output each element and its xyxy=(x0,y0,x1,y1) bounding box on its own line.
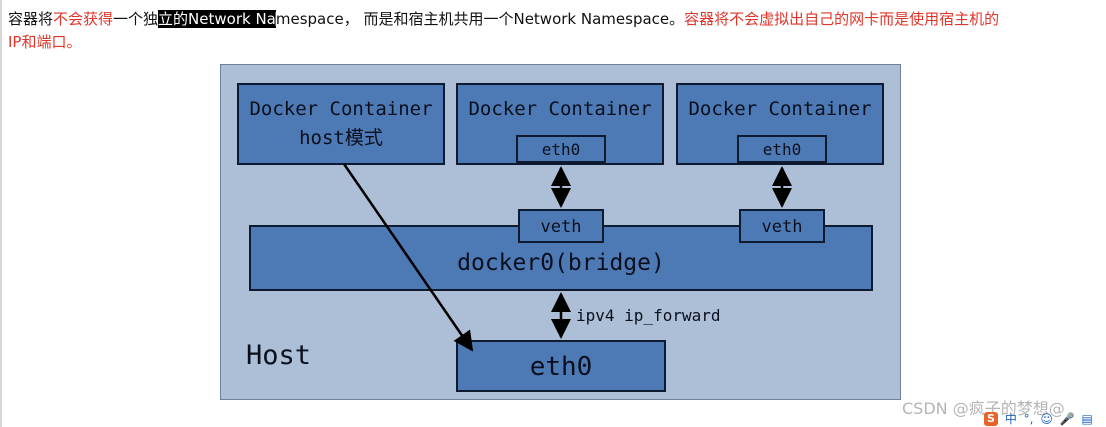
eth0-label: eth0 xyxy=(763,140,802,159)
container-bridge-2: Docker Container eth0 xyxy=(676,83,884,165)
veth-label: veth xyxy=(762,217,803,237)
veth-1: veth xyxy=(518,209,604,243)
docker-network-diagram: Docker Container host模式 Docker Container… xyxy=(220,64,901,400)
eth0-box xyxy=(737,135,827,163)
host-mode-arrow xyxy=(342,163,474,352)
ime-mode-icon[interactable]: 中 xyxy=(1004,411,1017,426)
sogou-logo-icon[interactable]: S xyxy=(984,411,998,426)
veth-box xyxy=(739,209,825,243)
host-label: Host xyxy=(246,340,311,371)
bridge-label: docker0(bridge) xyxy=(457,250,665,276)
microphone-icon[interactable]: 🎤 xyxy=(1059,411,1075,426)
host-eth0-box xyxy=(456,340,666,392)
text-segment: 容器将 xyxy=(8,10,54,28)
ip-forward-label: ipv4 ip_forward xyxy=(576,306,721,325)
veth-2: veth xyxy=(739,209,825,243)
keyboard-icon[interactable]: ▤ xyxy=(1081,411,1093,426)
text-segment: mespace， 而是和宿主机共用一个Network Namespace。 xyxy=(275,10,685,28)
paragraph-line-2: IP和端口。 xyxy=(8,32,81,52)
text-segment-red: IP和端口。 xyxy=(8,33,82,51)
container-bridge-1: Docker Container eth0 xyxy=(456,83,664,165)
host-eth0: eth0 xyxy=(456,340,666,392)
text-selection-highlight[interactable]: 立的Network Na xyxy=(158,10,276,28)
ime-tray: S 中 °, ☺ 🎤 ▤ xyxy=(984,409,1093,427)
emoji-icon[interactable]: ☺ xyxy=(1040,411,1053,426)
diagram-canvas: Docker Container host模式 Docker Container… xyxy=(220,64,901,400)
container-title: Docker Container xyxy=(249,98,432,120)
container-host-mode: Docker Container host模式 xyxy=(237,83,445,165)
page-left-edge xyxy=(0,0,2,427)
text-cursor-icon xyxy=(274,12,276,26)
container-mode-label: host模式 xyxy=(299,127,383,149)
veth-label: veth xyxy=(541,217,582,237)
eth0-label: eth0 xyxy=(542,140,581,159)
text-segment-red: 容器将不会虚拟出自己的网卡而是使用宿主机的 xyxy=(684,10,1000,28)
text-segment-red: 不会获得 xyxy=(53,10,114,28)
container-box xyxy=(237,83,445,165)
text-segment: 一个独 xyxy=(113,10,159,28)
container-title: Docker Container xyxy=(688,98,871,120)
punctuation-icon[interactable]: °, xyxy=(1023,411,1034,426)
container-title: Docker Container xyxy=(468,98,651,120)
paragraph-line-1: 容器将不会获得一个独立的Network Namespace， 而是和宿主机共用一… xyxy=(8,9,999,29)
eth0-box xyxy=(516,135,606,163)
host-eth0-label: eth0 xyxy=(530,352,593,382)
veth-box xyxy=(518,209,604,243)
csdn-watermark: CSDN @疯子的梦想@ xyxy=(902,399,1065,418)
